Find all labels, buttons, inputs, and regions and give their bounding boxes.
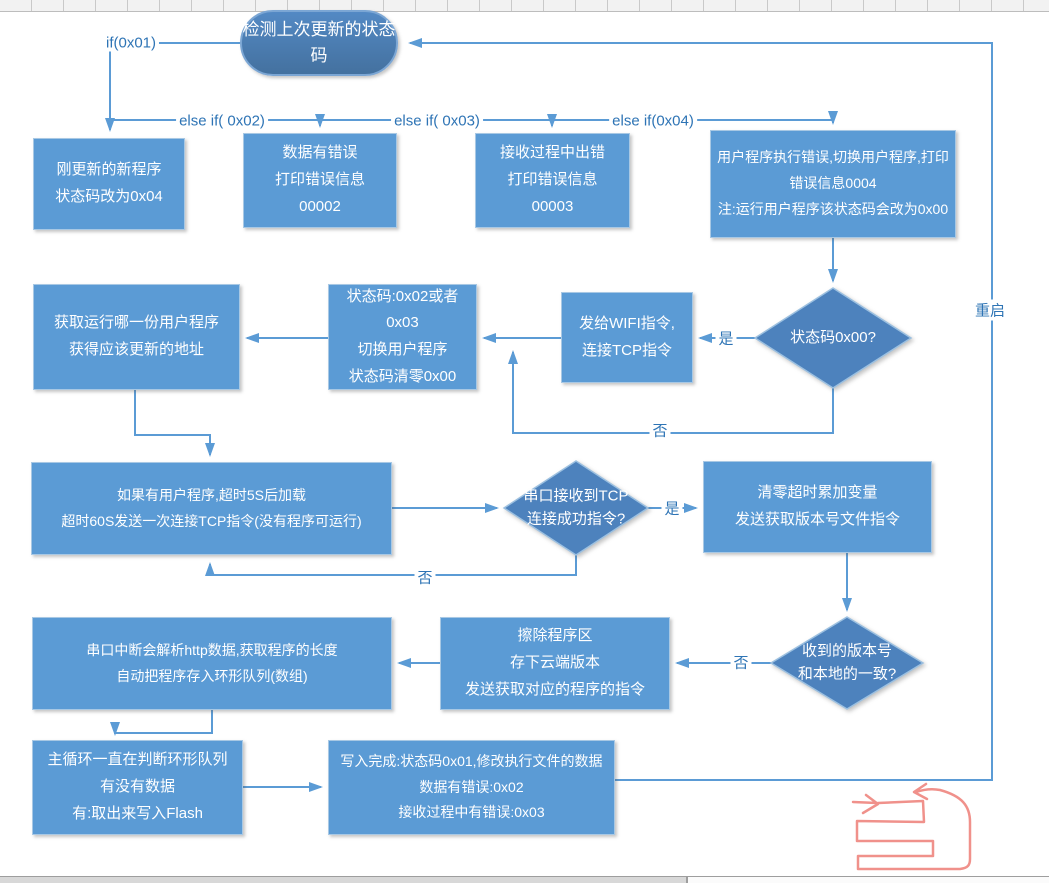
edge-label-no-d1: 否	[649, 419, 671, 441]
edge-label-restart: 重启	[971, 299, 1009, 321]
box-clear-timeout-get-version[interactable]: 清零超时累加变量 发送获取版本号文件指令	[703, 461, 932, 553]
decision-version-match[interactable]	[769, 616, 925, 710]
hscroll-track[interactable]	[0, 877, 688, 883]
edge-label-elseif-0x02: else if( 0x02)	[176, 112, 268, 130]
box-user-program-error[interactable]: 用户程序执行错误,切换用户程序,打印错误信息0004 注:运行用户程序该状态码会…	[710, 130, 956, 238]
edge-label-no-d3: 否	[730, 651, 752, 673]
box-main-loop-queue[interactable]: 主循环一直在判断环形队列 有没有数据 有:取出来写入Flash	[32, 740, 243, 835]
connector-d2-no-loop	[205, 555, 577, 576]
box-uart-parse-http[interactable]: 串口中断会解析http数据,获取程序的长度 自动把程序存入环形队列(数组)	[32, 617, 392, 710]
box-write-complete-status[interactable]: 写入完成:状态码0x01,修改执行文件的数据 数据有错误:0x02 接收过程中有…	[328, 740, 615, 835]
decision-tcp-connected[interactable]	[502, 460, 650, 556]
decision-status-0x00[interactable]	[753, 287, 913, 389]
box-get-user-program[interactable]: 获取运行哪一份用户程序 获得应该更新的地址	[33, 284, 240, 390]
box-data-error[interactable]: 数据有错误 打印错误信息 00002	[243, 133, 397, 228]
box-switch-user-program[interactable]: 状态码:0x02或者 0x03 切换用户程序 状态码清零0x00	[328, 284, 477, 390]
connector-box5-to-box8	[134, 390, 215, 457]
edge-label-elseif-0x03: else if( 0x03)	[391, 112, 483, 130]
edge-label-if-0x01: if(0x01)	[102, 34, 160, 52]
connector-restart	[408, 38, 993, 781]
box-load-timeout[interactable]: 如果有用户程序,超时5S后加载 超时60S发送一次连接TCP指令(没有程序可运行…	[31, 462, 392, 555]
connector-d1-no-loop	[508, 350, 834, 434]
connector-box11-to-box12	[110, 710, 213, 736]
bottom-pane-strip	[0, 876, 1049, 883]
red-scribble-annotation	[851, 782, 972, 871]
box-erase-program-area[interactable]: 擦除程序区 存下云端版本 发送获取对应的程序的指令	[440, 617, 670, 710]
edge-label-yes-d2: 是	[661, 497, 683, 519]
start-node[interactable]: 检测上次更新的状态码	[240, 10, 398, 76]
edge-label-no-d2: 否	[414, 566, 436, 588]
box-receive-error[interactable]: 接收过程中出错 打印错误信息 00003	[475, 133, 630, 228]
box-new-program-status[interactable]: 刚更新的新程序 状态码改为0x04	[33, 138, 185, 230]
edge-label-elseif-0x04: else if(0x04)	[609, 112, 697, 130]
column-headers[interactable]	[0, 0, 1049, 12]
edge-label-yes-d1: 是	[715, 327, 737, 349]
start-node-label: 检测上次更新的状态码	[242, 19, 396, 65]
box-send-wifi-command[interactable]: 发给WIFI指令, 连接TCP指令	[561, 292, 693, 383]
